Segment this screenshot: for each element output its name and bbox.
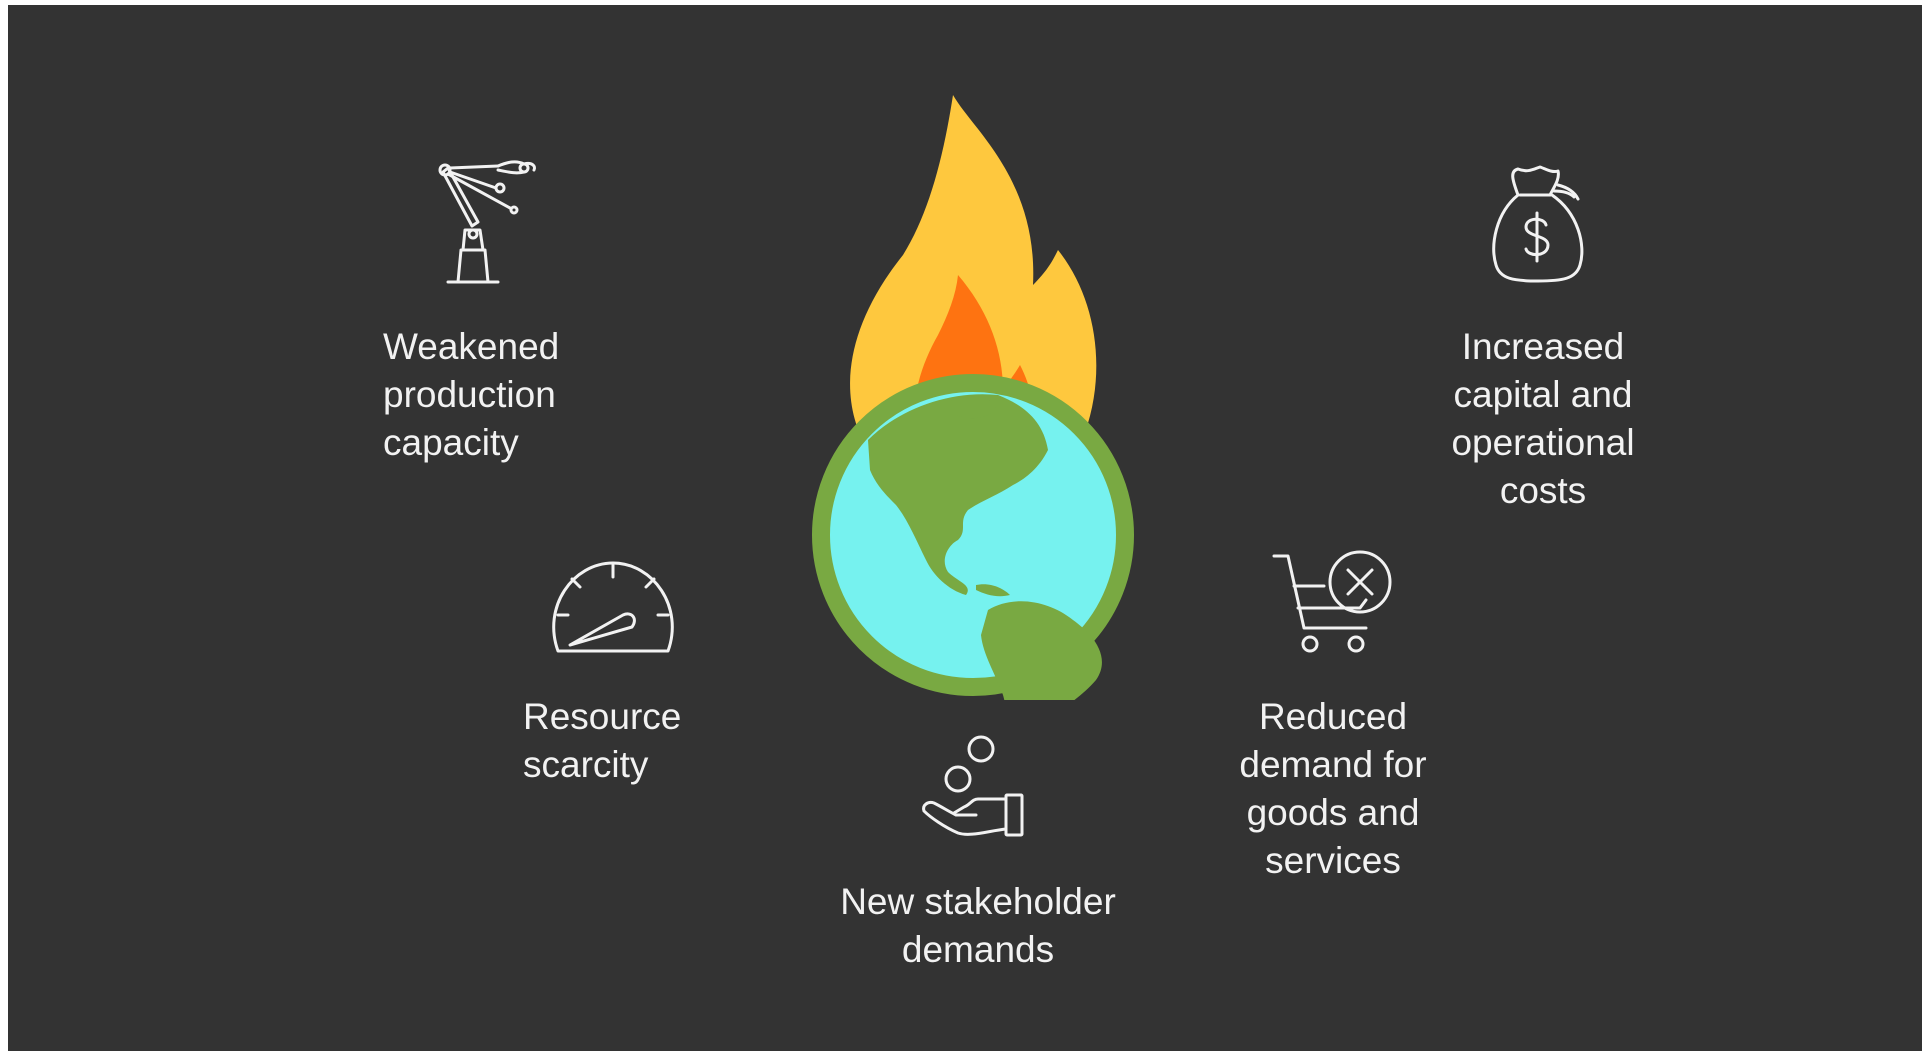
hand-coins-icon [918,733,1033,843]
label-stakeholder-demands: New stakeholder demands [818,878,1138,974]
cart-cancel-icon [1270,548,1395,658]
label-line: goods and [1246,792,1420,833]
label-line: Reduced [1258,696,1408,737]
label-line: demand for [1239,744,1427,785]
robotic-arm-icon [428,160,538,285]
label-line: New stakeholder [840,881,1116,922]
flame-outer [850,95,1097,450]
globe-land-caribbean [976,584,1010,597]
earth-on-fire-graphic [798,90,1148,700]
label-line: operational [1451,422,1635,463]
label-line: Weakened [383,326,560,367]
label-line: capacity [383,422,519,463]
label-line: Resource [523,696,682,737]
earth-on-fire-icon [812,95,1134,700]
label-weakened-production: Weakened production capacity [383,323,559,467]
gauge-icon [548,557,678,657]
globe-land-north-america [868,394,1048,595]
label-line: demands [901,929,1055,970]
label-resource-scarcity: Resource scarcity [523,693,681,789]
globe-land-south-america [981,601,1102,700]
globe-land-north-cap [948,396,996,419]
label-line: production [383,374,556,415]
label-line: capital and [1453,374,1633,415]
label-increased-costs: Increased capital and operational costs [1398,323,1688,515]
money-bag-icon [1488,165,1588,285]
label-line: costs [1499,470,1587,511]
label-line: services [1265,840,1401,881]
label-line: scarcity [523,744,649,785]
label-reduced-demand: Reduced demand for goods and services [1188,693,1478,885]
label-line: Increased [1461,326,1625,367]
diagram-canvas: Weakened production capacity Increased c… [8,5,1922,1051]
